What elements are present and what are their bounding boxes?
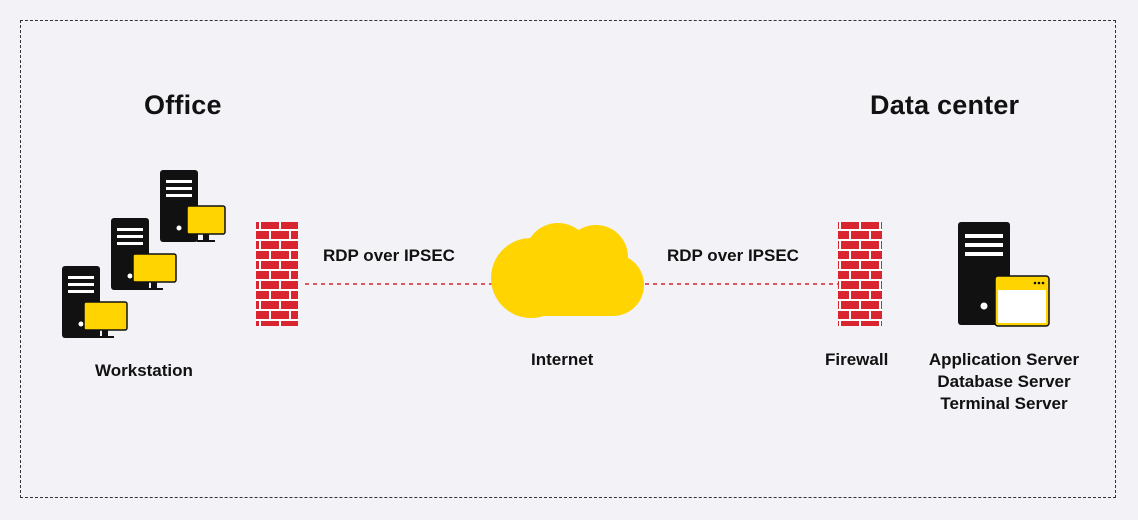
datacenter-title: Data center bbox=[870, 90, 1020, 120]
office-title: Office bbox=[144, 90, 222, 120]
workstation-icon bbox=[62, 170, 226, 338]
link-label-right: RDP over IPSEC bbox=[667, 246, 799, 265]
server-role-database: Database Server bbox=[937, 372, 1071, 391]
diagram-frame bbox=[20, 20, 1116, 498]
internet-label: Internet bbox=[531, 350, 594, 369]
firewall-icon-office bbox=[256, 222, 298, 326]
server-role-application: Application Server bbox=[928, 350, 1080, 369]
link-label-left: RDP over IPSEC bbox=[323, 246, 455, 265]
server-icon bbox=[958, 222, 1050, 327]
workstation-label: Workstation bbox=[95, 361, 193, 380]
server-roles: Application Server Database Server Termi… bbox=[914, 349, 1094, 415]
cloud-icon bbox=[491, 223, 644, 318]
firewall-label: Firewall bbox=[825, 350, 889, 369]
firewall-icon-datacenter bbox=[838, 222, 882, 326]
server-role-terminal: Terminal Server bbox=[940, 394, 1068, 413]
